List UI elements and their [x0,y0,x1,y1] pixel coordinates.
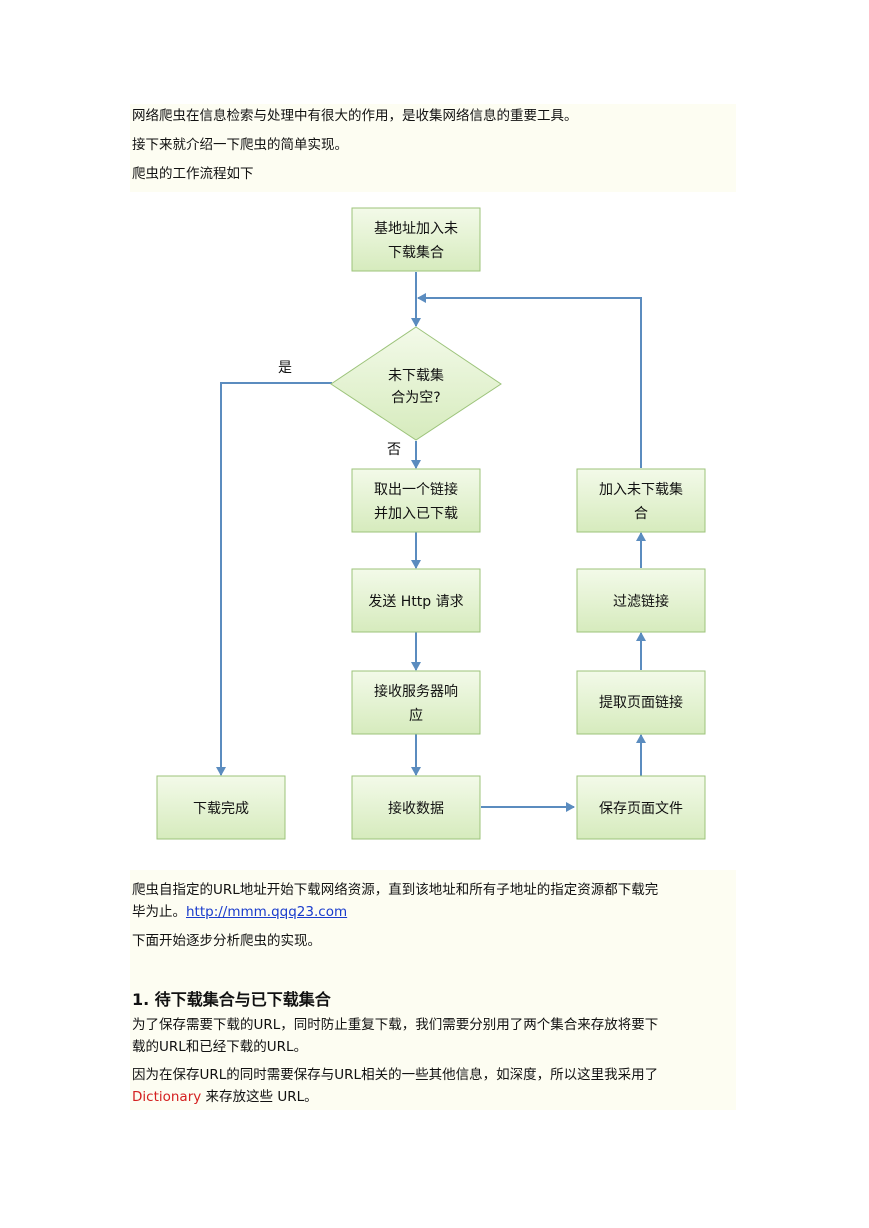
svg-text:下载完成: 下载完成 [193,801,249,817]
svg-text:加入未下载集: 加入未下载集 [599,481,683,498]
svg-text:提取页面链接: 提取页面链接 [599,694,683,711]
label-yes: 是 [278,360,292,376]
intro-line-1: 网络爬虫在信息检索与处理中有很大的作用，是收集网络信息的重要工具。 [132,108,578,124]
after-paragraph-1: 爬虫自指定的URL地址开始下载网络资源，直到该地址和所有子地址的指定资源都下载完 [132,882,659,898]
section-heading: 1. 待下载集合与已下载集合 [132,990,331,1009]
section-paragraph-2: 因为在保存URL的同时需要保存与URL相关的一些其他信息，如深度，所以这里我采用… [132,1067,659,1083]
svg-text:接收数据: 接收数据 [388,800,444,817]
svg-text:合为空?: 合为空? [391,390,440,406]
svg-text:取出一个链接: 取出一个链接 [374,481,458,498]
box-add-to-pending: 加入未下载集 合 [576,468,706,533]
box-send-request: 发送 Http 请求 [351,568,481,633]
label-no: 否 [387,442,401,458]
site-link[interactable]: http://mmm.qqq23.com [186,904,348,920]
after-paragraph-1-cont: 毕为止。http://mmm.qqq23.com [132,904,348,920]
intro-line-3: 爬虫的工作流程如下 [132,166,254,182]
svg-text:未下载集: 未下载集 [388,367,444,384]
box-start: 基地址加入未 下载集合 [351,207,481,272]
svg-text:下载集合: 下载集合 [388,244,444,261]
intro-band [130,104,736,192]
box-extract-links: 提取页面链接 [576,670,706,735]
after-paragraph-2: 下面开始逐步分析爬虫的实现。 [132,933,321,949]
body-band [130,870,736,1110]
crawler-flowchart: 基地址加入未 下载集合 未下载集 合为空? 是 否 取出一个链接 并加入已下载 … [156,207,706,840]
decision-empty: 未下载集 合为空? [330,326,502,441]
box-receive-data: 接收数据 [351,775,481,840]
box-download-done: 下载完成 [156,775,286,840]
section-paragraph-1: 为了保存需要下载的URL，同时防止重复下载，我们需要分别用了两个集合来存放将要下 [132,1017,659,1033]
svg-text:发送 Http 请求: 发送 Http 请求 [368,594,463,610]
svg-text:合: 合 [634,506,648,522]
svg-text:接收服务器响: 接收服务器响 [374,683,458,700]
section-paragraph-2-cont: Dictionary 来存放这些 URL。 [132,1089,318,1105]
box-save-page: 保存页面文件 [576,775,706,840]
box-filter-links: 过滤链接 [576,568,706,633]
flow-arrows [216,272,646,812]
svg-text:过滤链接: 过滤链接 [613,593,669,610]
box-take-link: 取出一个链接 并加入已下载 [351,468,481,533]
dictionary-keyword: Dictionary [132,1089,202,1105]
box-receive-response: 接收服务器响 应 [351,670,481,735]
svg-text:基地址加入未: 基地址加入未 [374,220,458,237]
svg-text:应: 应 [409,707,423,724]
section-paragraph-1-cont: 载的URL和已经下载的URL。 [132,1039,308,1055]
svg-text:保存页面文件: 保存页面文件 [599,801,683,817]
intro-line-2: 接下来就介绍一下爬虫的简单实现。 [132,137,348,153]
svg-text:并加入已下载: 并加入已下载 [374,506,458,522]
